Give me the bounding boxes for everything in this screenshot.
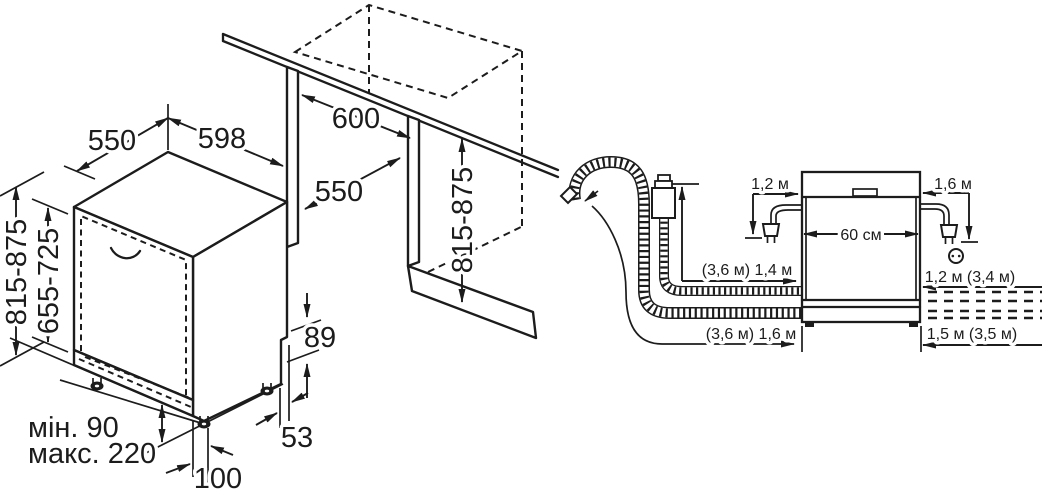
hose-extension-dashed [928, 290, 1042, 320]
niche-dashed-outline [292, 3, 525, 273]
dishwasher-front-view [800, 170, 922, 327]
dim-extension-top: 1,2 м (3,4 м) [925, 269, 1015, 286]
inlet-hose-measure-line [678, 186, 797, 285]
cord-right-measure [922, 189, 978, 243]
right-diagram-hoses: 1,2 м 1,6 м 60 см (3,6 м) 1,4 м (3,6 м) … [559, 155, 1042, 352]
aquastop-valve [651, 174, 699, 219]
inlet-hose [659, 216, 802, 296]
front-foot [909, 322, 918, 327]
cord-left-measure [745, 190, 799, 239]
drain-hose [559, 155, 802, 319]
dim-cord-left: 1,2 м [751, 176, 789, 193]
dim-plinth-max: макс. 220 [28, 438, 156, 470]
dim-niche-height: 815-875 [447, 167, 479, 273]
adjustable-foot [260, 383, 274, 396]
dim-extension-bottom: 1,5 м (3,5 м) [927, 326, 1017, 343]
dim-niche-depth: 550 [315, 176, 363, 208]
dim-rear-recess-depth: 53 [281, 422, 313, 454]
floor-lines [9, 337, 284, 457]
countertop [221, 32, 560, 179]
power-outlet-icon [948, 248, 964, 264]
dim-rear-recess-height: 89 [304, 322, 336, 354]
dishwasher-isometric [9, 150, 289, 457]
door-handle [109, 246, 142, 260]
dim-appliance-width: 60 см [840, 227, 881, 244]
extension-measures [801, 283, 1042, 352]
front-foot [805, 322, 814, 327]
power-cord-left [761, 204, 802, 243]
dim-niche-width: 600 [332, 103, 380, 135]
dim-inlet-hose: (3,6 м) 1,4 м [702, 262, 792, 279]
adjustable-foot [197, 416, 211, 429]
left-diagram-isometric: 550 598 600 550 815-875 815-875 655-725 … [0, 3, 560, 492]
dim-plinth-min: мін. 90 [28, 412, 119, 444]
niche-floor-strip [406, 264, 538, 340]
dim-top-depth: 550 [88, 125, 136, 157]
dim-cord-right: 1,6 м [934, 176, 972, 193]
drain-direction-arrow [584, 190, 599, 202]
control-panel [852, 188, 878, 197]
dim-door-height: 655-725 [33, 228, 65, 334]
niche-right-panel [406, 114, 421, 268]
niche-left-panel [285, 65, 300, 249]
dim-plinth-depth: 100 [194, 463, 242, 492]
dim-drain-hose: (3,6 м) 1,6 м [706, 326, 796, 343]
drain-hose-measure-line [591, 205, 795, 348]
dim-appliance-height: 815-875 [1, 219, 33, 325]
dimension-lines-left [0, 94, 466, 483]
power-plug-right [939, 224, 959, 238]
door-dashed-outline [80, 214, 191, 399]
power-cord-right [920, 203, 964, 264]
adjustable-foot [90, 378, 104, 391]
dim-top-width: 598 [198, 123, 246, 155]
power-plug-left [761, 223, 781, 237]
